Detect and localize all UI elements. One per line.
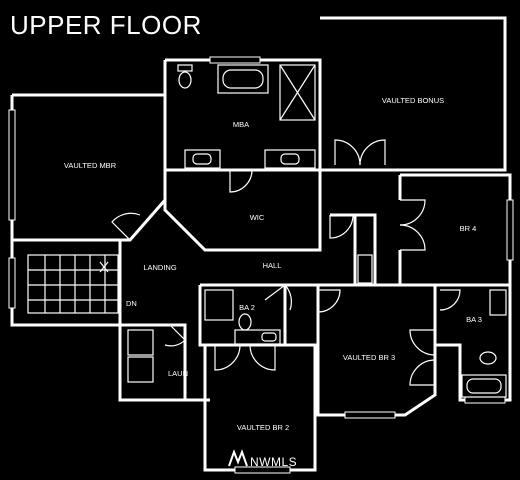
doors: [111, 139, 461, 386]
room-label-vaulted-br2: VAULTED BR 2: [237, 423, 289, 432]
sink-icon: [184, 149, 221, 169]
stair-label-dn: DN: [126, 299, 137, 308]
shower-icon: [204, 289, 234, 321]
room-label-br4: BR 4: [460, 224, 477, 233]
toilet-icon: [479, 351, 497, 365]
toilet-icon: [238, 313, 252, 331]
room-labels: VAULTED BONUS MBA VAULTED MBR WIC BR 4 L…: [64, 96, 482, 432]
room-label-hall: HALL: [263, 261, 282, 270]
washer-icon: [127, 329, 154, 356]
room-label-landing: LANDING: [143, 263, 177, 272]
floor-title: UPPER FLOOR: [10, 10, 202, 40]
room-label-mba: MBA: [233, 120, 249, 129]
fixtures: [27, 64, 507, 398]
room-label-vaulted-bonus: VAULTED BONUS: [382, 96, 444, 105]
windows: [8, 56, 514, 474]
nwmls-watermark: NWMLS: [228, 449, 297, 469]
sink-icon: [234, 329, 281, 345]
room-label-laun: LAUN: [168, 369, 188, 378]
shower-icon: [279, 64, 316, 121]
dryer-icon: [127, 356, 154, 383]
bathtub-icon: [217, 64, 269, 94]
room-label-vaulted-br3: VAULTED BR 3: [343, 353, 395, 362]
stairs-icon: [27, 254, 119, 314]
room-label-ba3: BA 3: [466, 315, 482, 324]
toilet-icon: [177, 64, 193, 72]
room-label-vaulted-mbr: VAULTED MBR: [64, 161, 117, 170]
sink-icon: [489, 289, 507, 316]
bathtub-icon: [461, 374, 507, 398]
room-label-ba2: BA 2: [239, 303, 255, 312]
watermark-text: NWMLS: [250, 455, 297, 469]
sink-icon: [264, 149, 316, 169]
room-label-wic: WIC: [250, 213, 265, 222]
nwmls-logo-icon: [228, 449, 248, 467]
